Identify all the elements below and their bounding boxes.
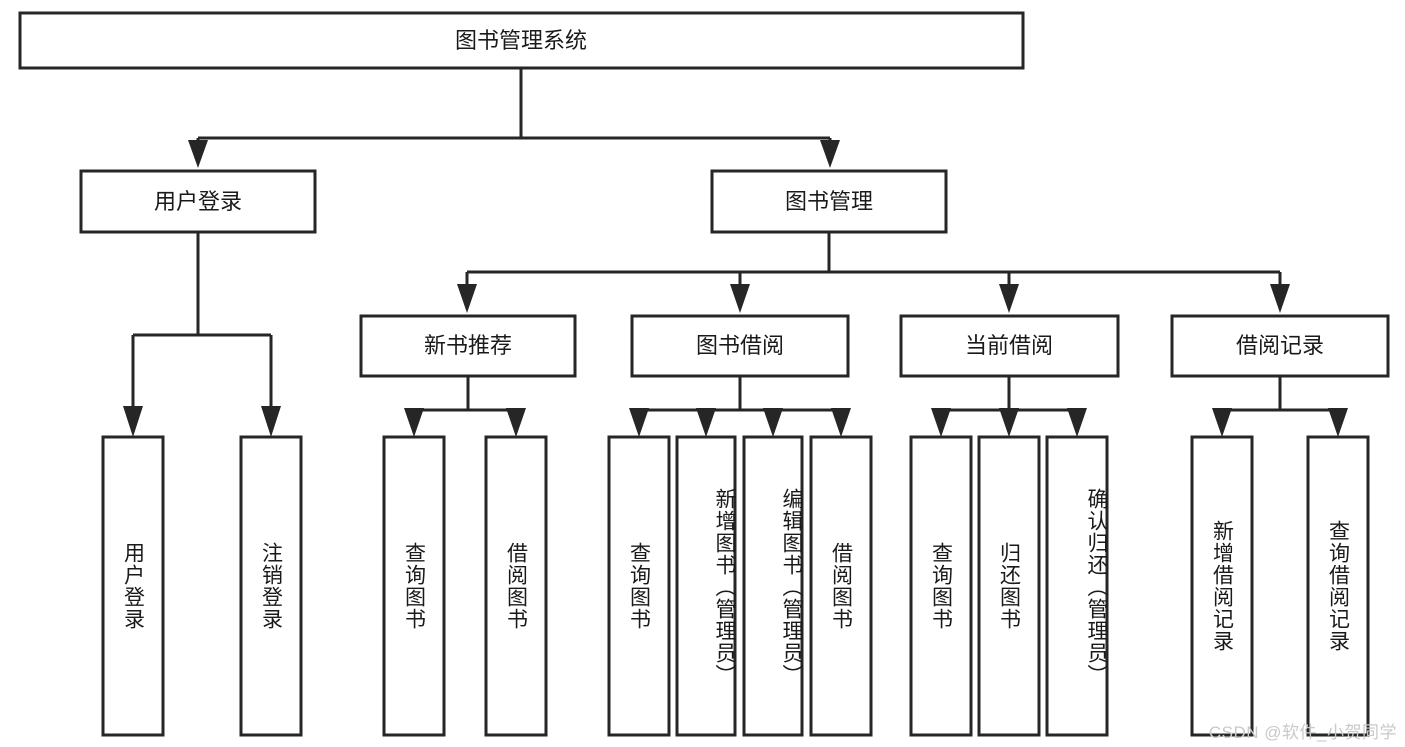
- node-root[interactable]: 图书管理系统: [18, 11, 1025, 70]
- arrow-leaf-borrow-book-2: [831, 408, 851, 437]
- book-borrow-box[interactable]: [630, 314, 850, 378]
- node-user-login[interactable]: 用户登录: [79, 169, 317, 234]
- node-borrow-record[interactable]: 借阅记录: [1170, 314, 1390, 378]
- csdn-watermark: CSDN @软件_小贺同学: [1208, 723, 1397, 742]
- leaf-box-user-login[interactable]: [101, 435, 165, 737]
- arrow-leaf-query-book-3: [931, 408, 951, 437]
- borrow-record-box[interactable]: [1170, 314, 1390, 378]
- book-manage-box[interactable]: [710, 169, 948, 234]
- arrow-borrow-record: [1270, 284, 1290, 313]
- borrow-record-label: 借阅记录: [1236, 333, 1324, 358]
- current-borrow-box[interactable]: [899, 314, 1120, 378]
- leaf-box-add-book[interactable]: [675, 435, 737, 737]
- arrow-book-manage: [820, 140, 840, 168]
- arrow-leaf-query-book-1: [404, 408, 424, 437]
- arrow-user-login: [188, 140, 208, 168]
- node-current-borrow[interactable]: 当前借阅: [899, 314, 1120, 378]
- leaf-box-logout[interactable]: [239, 435, 303, 737]
- arrow-new-book-rec: [457, 284, 477, 313]
- arrow-leaf-add-record: [1212, 408, 1232, 437]
- leaf-box-edit-book[interactable]: [742, 435, 804, 737]
- leaf-box-return-book[interactable]: [977, 435, 1041, 737]
- arrow-leaf-query-record: [1328, 408, 1348, 437]
- node-book-manage[interactable]: 图书管理: [710, 169, 948, 234]
- leaf-box-query-record[interactable]: [1306, 435, 1370, 737]
- leaf-box-borrow-book-2[interactable]: [809, 435, 873, 737]
- leaf-box-query-book-1[interactable]: [382, 435, 446, 737]
- root-label: 图书管理系统: [455, 28, 587, 53]
- arrow-leaf-query-book-2: [629, 408, 649, 437]
- root-box[interactable]: [18, 11, 1025, 70]
- book-manage-label: 图书管理: [785, 189, 873, 214]
- leaf-box-add-record[interactable]: [1190, 435, 1254, 737]
- book-borrow-label: 图书借阅: [696, 333, 784, 358]
- arrow-leaf-edit-book: [763, 408, 783, 437]
- user-login-label: 用户登录: [154, 189, 242, 214]
- arrow-leaf-borrow-book-1: [506, 408, 526, 437]
- node-book-borrow[interactable]: 图书借阅: [630, 314, 850, 378]
- node-new-book-rec[interactable]: 新书推荐: [359, 314, 577, 378]
- leaf-box-query-book-3[interactable]: [909, 435, 973, 737]
- arrow-current-borrow: [999, 284, 1019, 313]
- new-book-rec-box[interactable]: [359, 314, 577, 378]
- new-book-rec-label: 新书推荐: [424, 333, 512, 358]
- leaf-box-confirm-return[interactable]: [1045, 435, 1109, 737]
- arrow-book-borrow: [730, 284, 750, 313]
- current-borrow-label: 当前借阅: [965, 333, 1053, 358]
- arrow-leaf-add-book: [696, 408, 716, 437]
- arrow-leaf-logout: [261, 406, 281, 437]
- arrow-leaf-confirm-return: [1067, 408, 1087, 437]
- arrow-leaf-user-login: [123, 406, 143, 437]
- leaf-box-query-book-2[interactable]: [607, 435, 671, 737]
- arrow-leaf-return-book: [999, 408, 1019, 437]
- leaf-box-borrow-book-1[interactable]: [484, 435, 548, 737]
